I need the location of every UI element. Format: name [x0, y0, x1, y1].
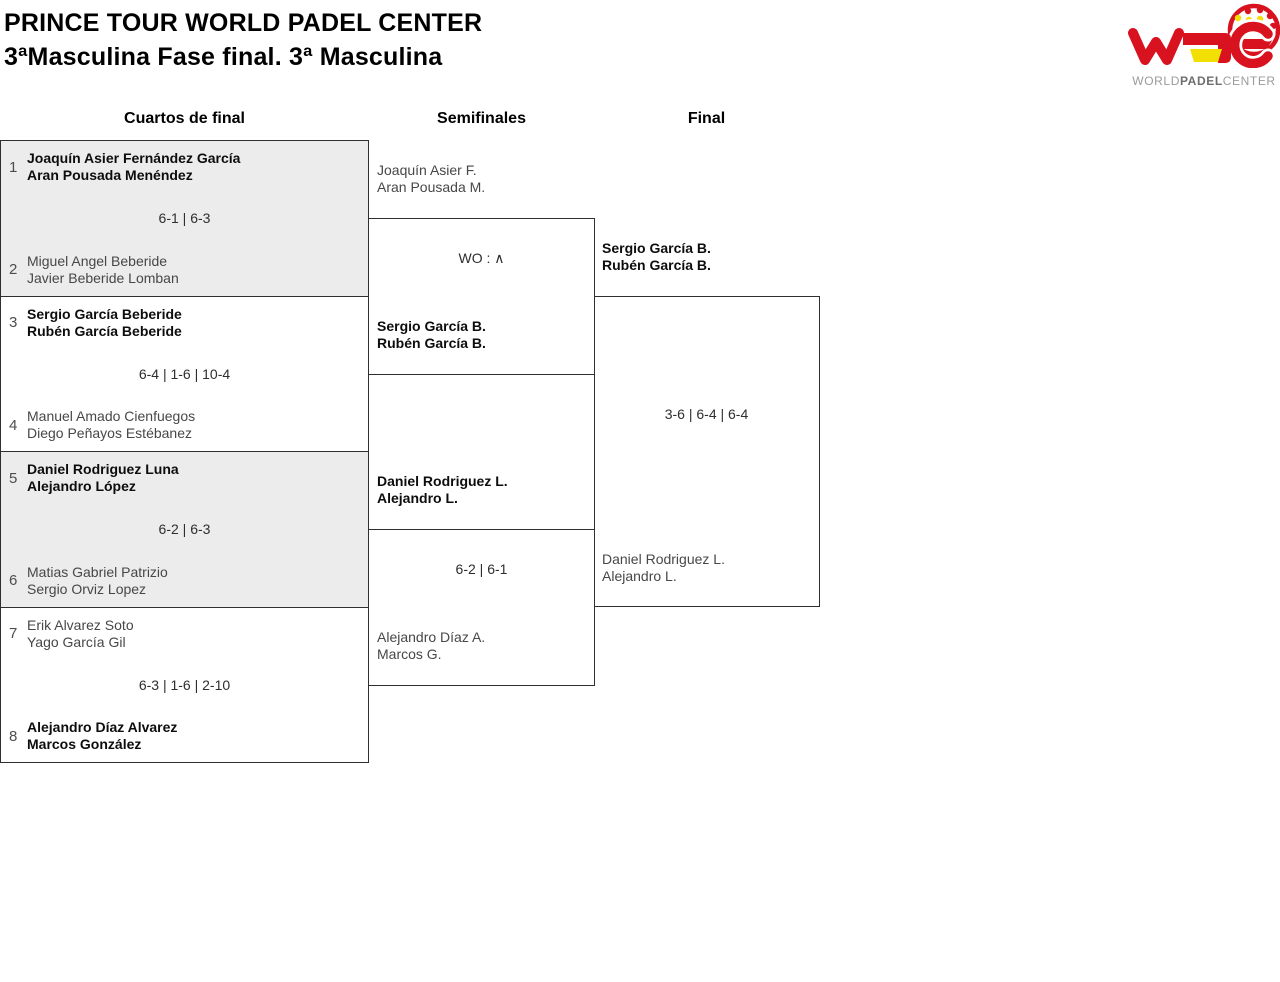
- category-subtitle: 3ªMasculina Fase final. 3ª Masculina: [4, 43, 443, 71]
- team-name: Manuel Amado Cienfuegos Diego Peñayos Es…: [27, 408, 195, 442]
- seed-number: 4: [9, 416, 18, 434]
- round-header-semifinals: Semifinales: [437, 110, 526, 127]
- quarterfinals-column: 1 Joaquín Asier Fernández García Aran Po…: [0, 140, 369, 763]
- match-score: 6-3 | 1-6 | 2-10: [138, 676, 231, 693]
- quarterfinal-match-3: 5 Daniel Rodriguez Luna Alejandro López …: [1, 451, 368, 607]
- team-row: 4 Manuel Amado Cienfuegos Diego Peñayos …: [1, 408, 368, 442]
- player-name: Yago García Gil: [27, 633, 126, 650]
- round-header-final: Final: [687, 110, 726, 127]
- player-name: Alejandro L.: [377, 490, 458, 506]
- logo-letter-c: [1229, 21, 1273, 69]
- player-name: Rubén García B.: [377, 335, 486, 351]
- team-name: Alejandro Díaz Alvarez Marcos González: [27, 719, 177, 753]
- team-row: 1 Joaquín Asier Fernández García Aran Po…: [1, 150, 368, 184]
- player-name: Aran Pousada M.: [377, 179, 486, 195]
- wpc-logo-mark: [1128, 3, 1280, 71]
- seed-number: 1: [9, 158, 18, 176]
- wpc-logo: WORLDPADELCENTER: [1128, 2, 1280, 88]
- team-name: Alejandro Díaz A. Marcos G.: [377, 629, 592, 663]
- player-name: Alejandro Díaz A.: [377, 629, 486, 645]
- match-score: 6-1 | 6-3: [158, 210, 211, 227]
- round-header-quarterfinals: Cuartos de final: [124, 110, 245, 127]
- team-name: Sergio García B. Rubén García B.: [377, 318, 592, 352]
- team-name: Daniel Rodriguez L. Alejandro L.: [377, 473, 592, 507]
- seed-number: 6: [9, 572, 18, 589]
- match-score: 6-2 | 6-3: [158, 521, 211, 538]
- seed-number: 2: [9, 261, 18, 278]
- player-name: Miguel Angel Beberide: [27, 252, 168, 269]
- player-name: Daniel Rodriguez L.: [602, 551, 725, 567]
- player-name: Sergio García B.: [602, 240, 711, 256]
- page-title: PRINCE TOUR WORLD PADEL CENTER 3ªMasculi…: [4, 6, 482, 74]
- player-name: Alejandro López: [27, 478, 136, 494]
- match-score: WO : ∧: [458, 250, 505, 266]
- team-row: 2 Miguel Angel Beberide Javier Beberide …: [1, 253, 368, 287]
- player-name: Sergio Orviz Lopez: [27, 580, 147, 597]
- quarterfinal-match-2: 3 Sergio García Beberide Rubén García Be…: [1, 295, 368, 451]
- team-row: 3 Sergio García Beberide Rubén García Be…: [1, 306, 368, 340]
- team-row: 8 Alejandro Díaz Alvarez Marcos González: [1, 719, 368, 753]
- player-name: Daniel Rodriguez Luna: [27, 461, 179, 477]
- final-connector-box: [594, 296, 820, 607]
- team-name: Joaquín Asier F. Aran Pousada M.: [377, 162, 592, 196]
- player-name: Aran Pousada Menéndez: [27, 167, 193, 183]
- team-name: Daniel Rodriguez L. Alejandro L.: [602, 551, 817, 585]
- caption-world: WORLD: [1132, 74, 1180, 88]
- player-name: Joaquín Asier Fernández García: [27, 150, 241, 166]
- seed-number: 8: [9, 727, 18, 745]
- player-name: Alejandro Díaz Alvarez: [27, 719, 178, 735]
- team-name: Daniel Rodriguez Luna Alejandro López: [27, 461, 179, 495]
- team-row: 5 Daniel Rodriguez Luna Alejandro López: [1, 461, 368, 495]
- match-score: 3-6 | 6-4 | 6-4: [664, 406, 749, 422]
- player-name: Diego Peñayos Estébanez: [27, 425, 192, 441]
- team-row: 6 Matias Gabriel Patrizio Sergio Orviz L…: [1, 564, 368, 598]
- seed-number: 7: [9, 625, 18, 642]
- quarterfinal-match-4: 7 Erik Alvarez Soto Yago García Gil 6-3 …: [1, 606, 368, 762]
- player-name: Daniel Rodriguez L.: [377, 473, 508, 489]
- wpc-logo-caption: WORLDPADELCENTER: [1128, 74, 1280, 88]
- team-name: Miguel Angel Beberide Javier Beberide Lo…: [27, 253, 179, 287]
- player-name: Javier Beberide Lomban: [27, 269, 179, 286]
- logo-letter-w: [1128, 28, 1184, 65]
- caption-center: CENTER: [1222, 74, 1276, 88]
- match-score: 6-4 | 1-6 | 10-4: [138, 365, 231, 382]
- team-name: Matias Gabriel Patrizio Sergio Orviz Lop…: [27, 564, 168, 598]
- player-name: Marcos González: [27, 736, 142, 752]
- player-name: Rubén García B.: [602, 257, 711, 273]
- player-name: Sergio García Beberide: [27, 305, 182, 322]
- semifinal-2-connector-box: [368, 529, 595, 686]
- player-name: Rubén García Beberide: [27, 322, 182, 339]
- seed-number: 3: [9, 314, 18, 331]
- match-score: 6-2 | 6-1: [455, 561, 508, 577]
- team-name: Erik Alvarez Soto Yago García Gil: [27, 617, 134, 651]
- player-name: Matias Gabriel Patrizio: [27, 563, 168, 580]
- caption-padel: PADEL: [1179, 74, 1223, 88]
- player-name: Marcos G.: [377, 646, 442, 662]
- team-name: Sergio García B. Rubén García B.: [602, 240, 817, 274]
- player-name: Manuel Amado Cienfuegos: [27, 408, 196, 424]
- team-name: Joaquín Asier Fernández García Aran Pous…: [27, 150, 240, 184]
- team-name: Sergio García Beberide Rubén García Bebe…: [27, 306, 182, 340]
- player-name: Sergio García B.: [377, 318, 486, 334]
- tournament-title: PRINCE TOUR WORLD PADEL CENTER: [4, 9, 483, 37]
- seed-number: 5: [9, 469, 18, 487]
- quarterfinal-match-1: 1 Joaquín Asier Fernández García Aran Po…: [1, 141, 368, 296]
- player-name: Alejandro L.: [602, 568, 677, 584]
- logo-yellow-bar: [1190, 49, 1222, 62]
- player-name: Joaquín Asier F.: [377, 162, 477, 178]
- player-name: Erik Alvarez Soto: [27, 616, 134, 633]
- team-row: 7 Erik Alvarez Soto Yago García Gil: [1, 617, 368, 651]
